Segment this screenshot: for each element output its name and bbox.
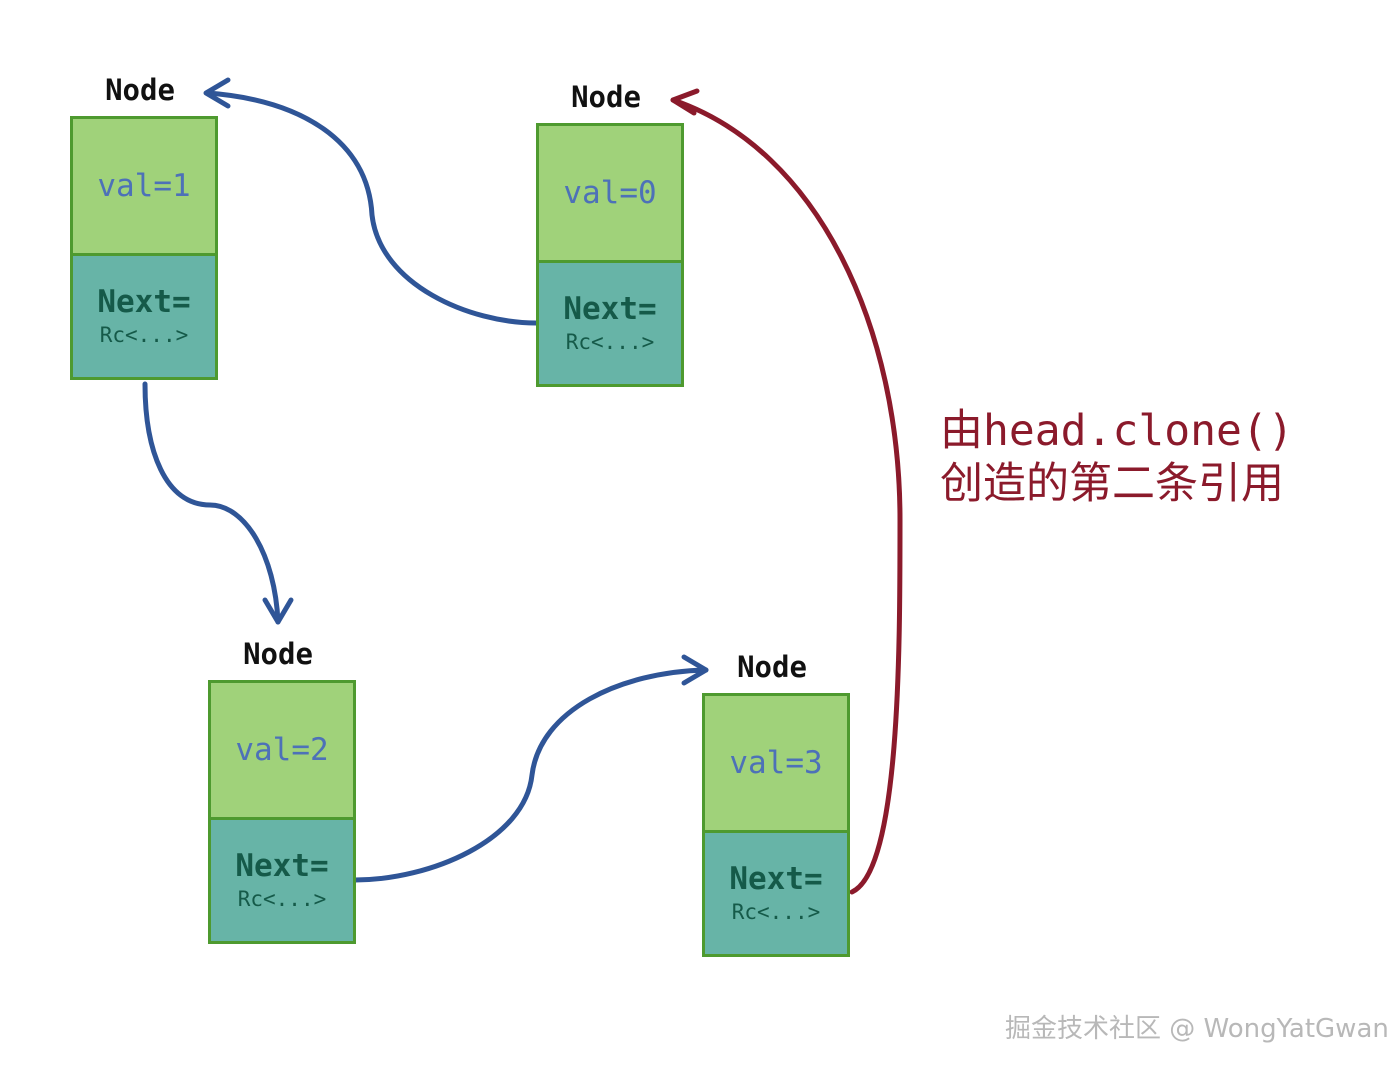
node-next: Next= Rc<...> — [73, 256, 215, 377]
node-title: Node — [737, 650, 807, 684]
next-label: Next= — [729, 860, 823, 897]
link-arrow-0-to-1 — [205, 90, 539, 326]
node-next: Next= Rc<...> — [539, 263, 681, 384]
node-box: val=3 Next= Rc<...> — [702, 693, 850, 957]
rc-label: Rc<...> — [237, 886, 327, 911]
next-label: Next= — [97, 283, 191, 320]
next-label: Next= — [563, 290, 657, 327]
clone-annotation: 由head.clone() 创造的第二条引用 — [940, 405, 1294, 511]
node-val: val=0 — [539, 126, 681, 263]
node-box: val=0 Next= Rc<...> — [536, 123, 684, 387]
annotation-code: head.clone() — [983, 406, 1294, 456]
node-title: Node — [105, 73, 175, 107]
arrowhead-3-to-0 — [670, 88, 700, 116]
node-val: val=2 — [211, 683, 353, 820]
arrowhead-0-to-1 — [203, 77, 231, 109]
node-val: val=3 — [705, 696, 847, 833]
node-title: Node — [243, 637, 313, 671]
node-next: Next= Rc<...> — [211, 820, 353, 941]
node-box: val=1 Next= Rc<...> — [70, 116, 218, 380]
link-arrow-1-to-2 — [142, 381, 281, 625]
clone-arrow-3-to-0 — [670, 97, 903, 895]
watermark: 掘金技术社区 @ WongYatGwan — [1005, 1014, 1389, 1044]
annotation-line2: 创造的第二条引用 — [940, 459, 1284, 509]
node-val: val=1 — [73, 119, 215, 256]
annotation-prefix: 由 — [940, 406, 983, 456]
rc-label: Rc<...> — [99, 322, 189, 347]
node-box: val=2 Next= Rc<...> — [208, 680, 356, 944]
annotation-line1: 由head.clone() — [940, 405, 1294, 458]
arrowhead-2-to-3 — [681, 654, 709, 686]
rc-label: Rc<...> — [565, 329, 655, 354]
next-label: Next= — [235, 847, 329, 884]
node-next: Next= Rc<...> — [705, 833, 847, 954]
arrowhead-1-to-2 — [262, 597, 294, 625]
node-title: Node — [571, 80, 641, 114]
rc-label: Rc<...> — [731, 899, 821, 924]
link-arrow-2-to-3 — [352, 667, 709, 883]
